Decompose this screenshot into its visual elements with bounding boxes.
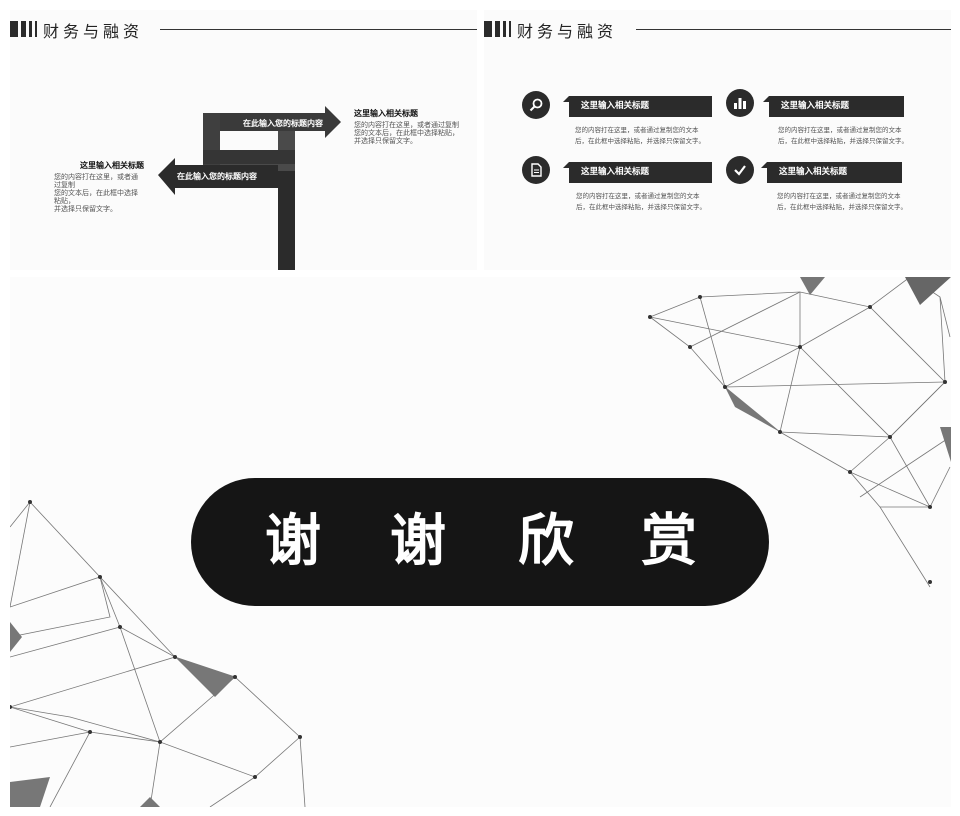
header-rule <box>636 29 951 30</box>
thank-you-char-1: 谢 <box>265 509 321 574</box>
slide-header: 财务与融资 <box>10 18 477 41</box>
checkmark-icon <box>726 156 754 184</box>
document-icon <box>522 156 550 184</box>
slide-finance-four-points: 财务与融资 这里输入相关标题 您的内容打在这里，或者通过复制您的文本 后，在此框… <box>484 10 951 270</box>
item-2-heading: 这里输入相关标题 <box>763 96 904 117</box>
item-3-heading: 这里输入相关标题 <box>563 162 712 183</box>
search-icon <box>522 91 550 119</box>
arrow-left-label: 在此输入您的标题内容 <box>177 172 257 181</box>
item-1-heading: 这里输入相关标题 <box>563 96 712 117</box>
bar-chart-icon <box>726 89 754 117</box>
thank-you-banner: 谢 谢 欣 赏 <box>191 478 769 606</box>
item-2-body: 您的内容打在这里，或者通过复制您的文本 后，在此框中选择粘贴，并选择只保留文字。 <box>778 126 908 145</box>
thank-you-char-4: 赏 <box>641 509 697 574</box>
left-text-block: 这里输入相关标题 您的内容打在这里，或者通过复制 您的文本后，在此框中选择粘贴，… <box>54 160 144 213</box>
item-3-body: 您的内容打在这里，或者通过复制您的文本 后，在此框中选择粘贴，并选择只保留文字。 <box>576 192 706 211</box>
item-4-body: 您的内容打在这里，或者通过复制您的文本 后，在此框中选择粘贴，并选择只保留文字。 <box>777 192 907 211</box>
signpost-arrows-graphic <box>158 106 341 270</box>
header-title: 财务与融资 <box>517 22 618 41</box>
right-block-heading: 这里输入相关标题 <box>354 109 418 118</box>
header-title: 财务与融资 <box>43 22 144 41</box>
slide-thank-you: 谢 谢 欣 赏 <box>10 277 951 807</box>
network-graphic-top-right <box>648 277 951 588</box>
item-4-heading: 这里输入相关标题 <box>761 162 902 183</box>
arrow-right-label: 在此输入您的标题内容 <box>243 119 323 128</box>
item-1-body: 您的内容打在这里，或者通过复制您的文本 后，在此框中选择粘贴，并选择只保留文字。 <box>575 126 705 145</box>
thank-you-char-3: 欣 <box>518 509 574 574</box>
left-block-heading: 这里输入相关标题 <box>80 161 144 170</box>
right-block-body: 您的内容打在这里，或者通过复制 您的文本后，在此框中选择粘贴， 并选择只保留文字… <box>354 121 459 145</box>
slide-finance-arrows: 财务与融资 在此输入您的标题内容 在此输入您的标题内容 这里输入相关标题 您的内… <box>10 10 477 270</box>
left-block-body: 您的内容打在这里，或者通过复制 您的文本后，在此框中选择粘贴， 并选择只保留文字… <box>54 173 138 213</box>
slide-header: 财务与融资 <box>484 18 951 41</box>
header-rule <box>160 29 477 30</box>
thank-you-char-2: 谢 <box>390 509 446 574</box>
right-text-block: 这里输入相关标题 您的内容打在这里，或者通过复制 您的文本后，在此框中选择粘贴，… <box>354 108 459 145</box>
network-graphic-bottom-left <box>10 500 306 807</box>
